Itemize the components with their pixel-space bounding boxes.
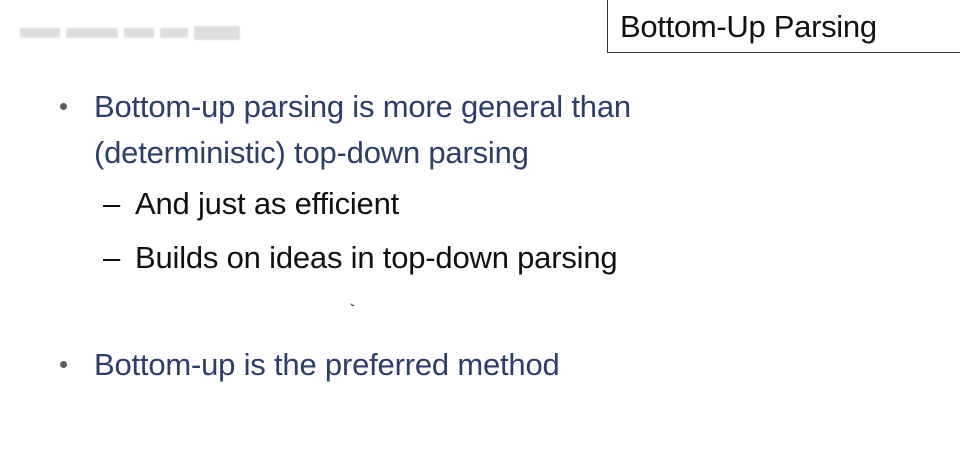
sub-bullet-text: Builds on ideas in top-down parsing [135, 240, 618, 275]
watermark-logo [20, 20, 246, 46]
watermark-mark [194, 26, 240, 40]
watermark-mark [66, 28, 118, 38]
dash-icon: – [103, 186, 121, 221]
bullet-dot-icon [60, 361, 67, 368]
bullet-text: Bottom-up parsing is more general than (… [94, 84, 631, 176]
bullet-line: (deterministic) top-down parsing [94, 135, 529, 170]
watermark-mark [20, 28, 60, 38]
watermark-mark [124, 28, 154, 38]
bullet-text: Bottom-up is the preferred method [94, 342, 560, 388]
dash-icon: – [103, 240, 121, 275]
bullet-item: Bottom-up is the preferred method [60, 342, 560, 388]
bullet-line: Bottom-up is the preferred method [94, 347, 560, 382]
bullet-dot-icon [60, 103, 67, 110]
sub-bullet-item: – Builds on ideas in top-down parsing [103, 235, 618, 281]
bullet-item: Bottom-up parsing is more general than (… [60, 84, 631, 176]
watermark-mark [160, 28, 188, 38]
sub-bullet-text: And just as efficient [135, 186, 400, 221]
slide-title: Bottom-Up Parsing [620, 9, 877, 44]
bullet-line: Bottom-up parsing is more general than [94, 89, 631, 124]
sub-bullet-item: – And just as efficient [103, 181, 399, 227]
pointer-cursor-icon [350, 303, 355, 306]
slide-title-box: Bottom-Up Parsing [607, 0, 960, 53]
